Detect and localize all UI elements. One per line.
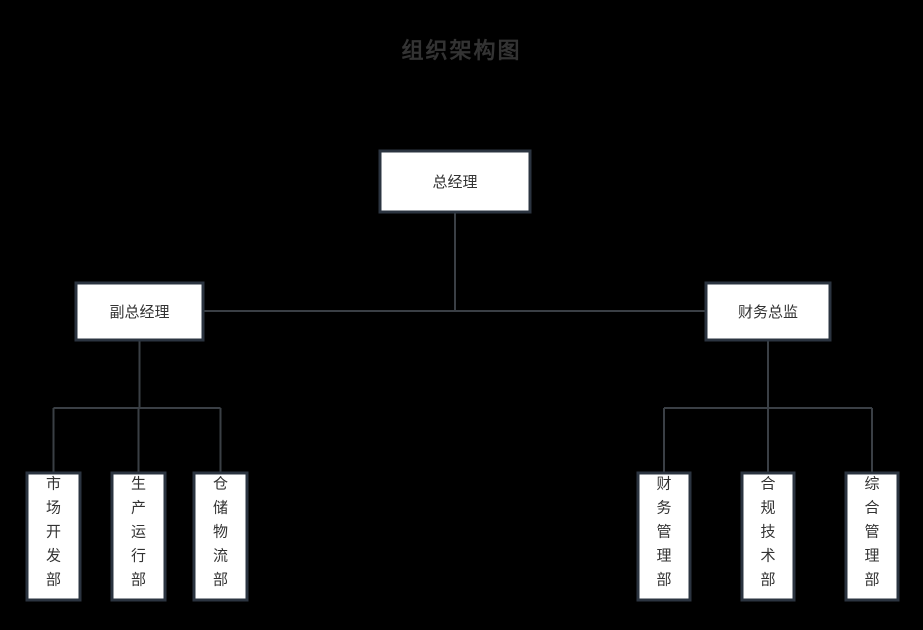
connector-dgm: [52, 340, 222, 473]
org-node-box-cfo[interactable]: [704, 281, 832, 342]
org-node-label-gm: 总经理: [432, 173, 477, 191]
org-node-box-gm[interactable]: [378, 149, 532, 214]
org-node-dgm[interactable]: 副总经理: [74, 281, 205, 342]
org-node-label-cmp: 合规技术部: [760, 475, 775, 589]
org-node-box-fin[interactable]: [636, 471, 692, 602]
org-node-label-fin: 财务管理部: [656, 475, 671, 589]
org-node-cmp[interactable]: 合规技术部: [740, 471, 796, 602]
page-title: 组织架构图: [401, 39, 522, 64]
org-node-label-cfo: 财务总监: [738, 303, 798, 321]
org-node-cfo[interactable]: 财务总监: [704, 281, 832, 342]
org-node-label-mkt: 市场开发部: [46, 475, 61, 589]
connector-gm: [138, 212, 770, 313]
org-node-box-dgm[interactable]: [74, 281, 205, 342]
org-node-label-dgm: 副总经理: [109, 303, 169, 321]
org-node-box-cmp[interactable]: [740, 471, 796, 602]
org-node-box-wh[interactable]: [192, 471, 249, 602]
connector-cfo: [662, 340, 874, 473]
org-node-box-mkt[interactable]: [25, 471, 82, 602]
org-node-mkt[interactable]: 市场开发部: [25, 471, 82, 602]
org-node-label-wh: 仓储物流部: [213, 475, 228, 589]
org-node-box-adm[interactable]: [844, 471, 900, 602]
org-node-box-prd[interactable]: [110, 471, 167, 602]
org-node-wh[interactable]: 仓储物流部: [192, 471, 249, 602]
connector-group: [52, 212, 874, 473]
org-node-gm[interactable]: 总经理: [378, 149, 532, 214]
org-node-label-adm: 综合管理部: [864, 475, 879, 589]
org-node-adm[interactable]: 综合管理部: [844, 471, 900, 602]
org-node-fin[interactable]: 财务管理部: [636, 471, 692, 602]
org-node-label-prd: 生产运行部: [131, 475, 146, 589]
org-node-prd[interactable]: 生产运行部: [110, 471, 167, 602]
